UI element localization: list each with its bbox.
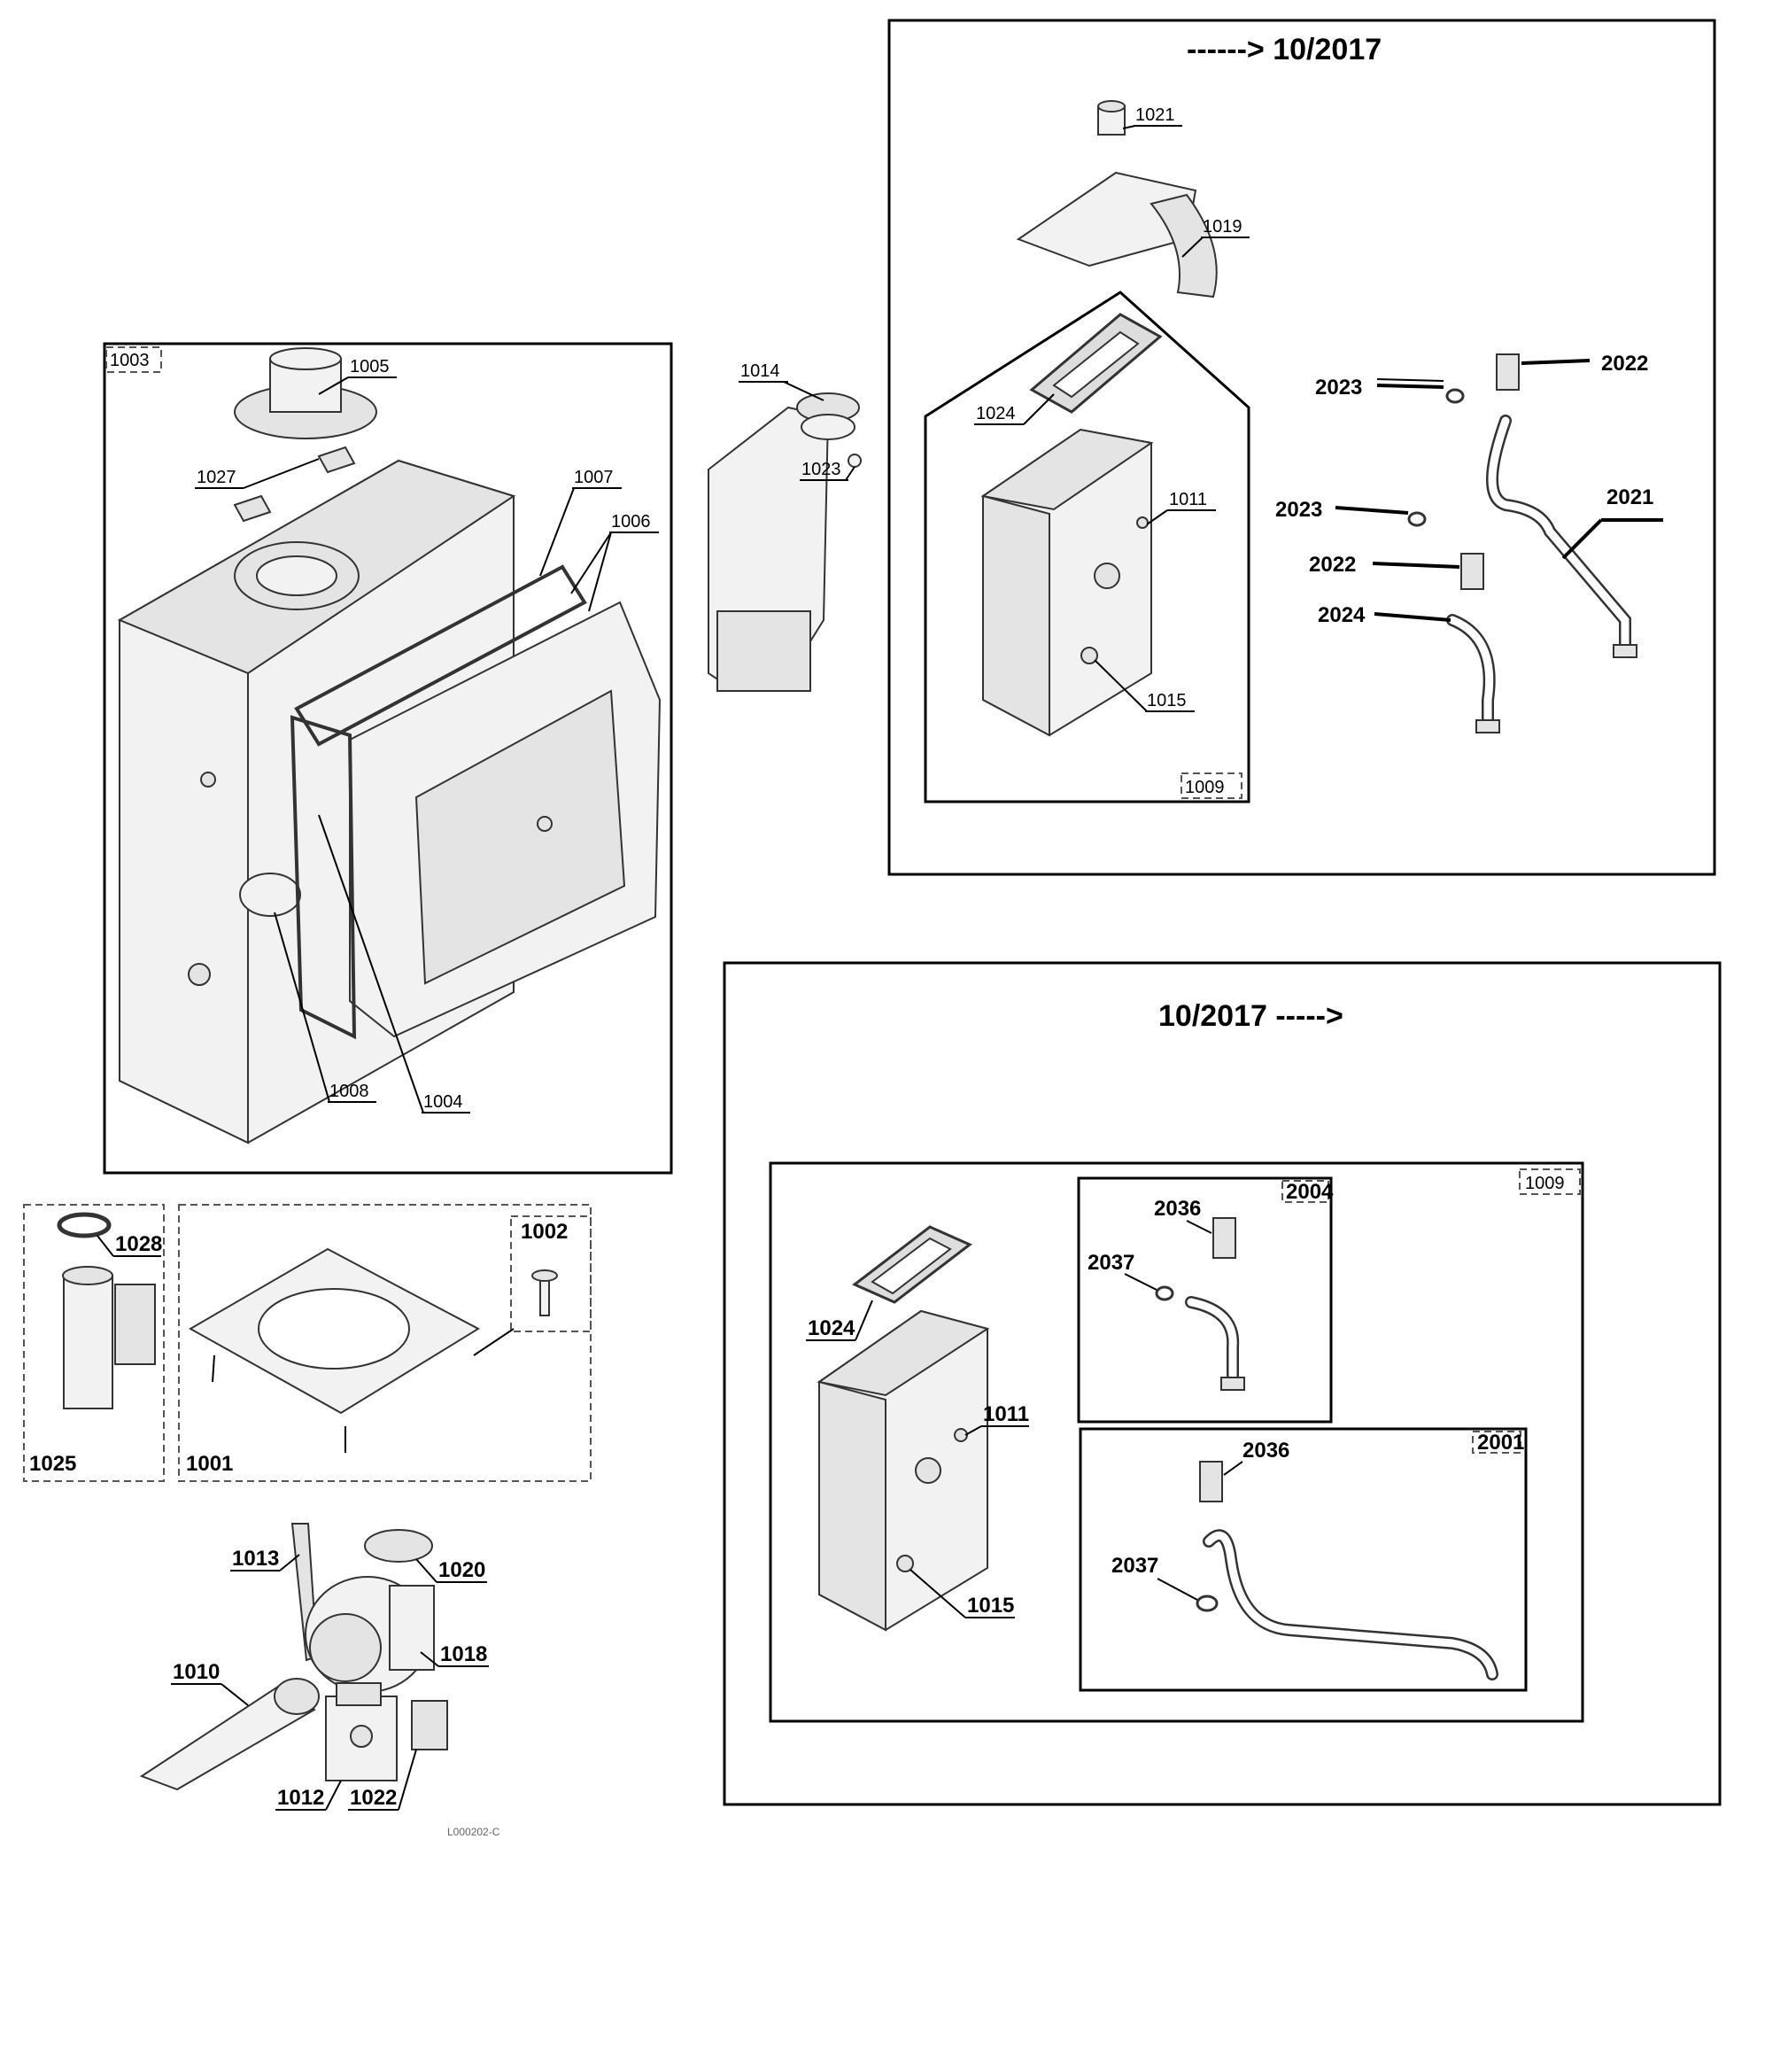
label-1012: 1012 xyxy=(277,1786,324,1810)
label-1013: 1013 xyxy=(232,1547,279,1571)
label-1025: 1025 xyxy=(29,1452,76,1476)
oring-2023-a xyxy=(1445,388,1465,404)
siphon-frame xyxy=(23,1204,165,1482)
manifold-1019 xyxy=(1016,171,1218,299)
drawing-reference: L000202-C xyxy=(447,1826,500,1838)
part-1021 xyxy=(1097,100,1126,136)
clip-1027-a xyxy=(317,446,356,474)
label-2023-a: 2023 xyxy=(1315,376,1362,400)
label-1022: 1022 xyxy=(350,1786,397,1810)
screw-box xyxy=(510,1215,592,1332)
label-1023: 1023 xyxy=(801,460,841,479)
clip-1011-bottom xyxy=(954,1428,968,1442)
label-2024: 2024 xyxy=(1318,603,1366,627)
label-1004: 1004 xyxy=(423,1092,463,1112)
label-1020: 1020 xyxy=(438,1558,485,1582)
label-1010: 1010 xyxy=(173,1660,220,1684)
label-1011-top: 1011 xyxy=(1169,490,1207,509)
oring-2037-b xyxy=(1196,1595,1219,1612)
label-1024-bottom: 1024 xyxy=(808,1316,855,1340)
pipe-kit-2004 xyxy=(1077,1176,1333,1424)
label-2037-a: 2037 xyxy=(1088,1251,1134,1275)
label-2037-b: 2037 xyxy=(1111,1554,1158,1578)
opening-ring xyxy=(239,873,301,917)
front-panel-1006 xyxy=(349,601,662,1038)
pipe-kit-2001 xyxy=(1079,1427,1528,1692)
label-1014: 1014 xyxy=(740,361,780,381)
seal-1007 xyxy=(294,564,587,747)
label-2001: 2001 xyxy=(1477,1431,1524,1455)
gas-valve-1012 xyxy=(325,1682,398,1781)
seal-1008 xyxy=(290,715,357,1040)
label-2004: 2004 xyxy=(1286,1180,1334,1204)
heat-exchanger-group-1009 xyxy=(924,291,1250,803)
flue-duct-group: 1014 1023 xyxy=(708,361,862,692)
sensor-1015-bottom xyxy=(896,1555,914,1572)
clip-1011-top xyxy=(1136,516,1149,529)
label-1018: 1018 xyxy=(440,1642,487,1666)
venturi-1010 xyxy=(139,1678,320,1791)
oring-1028 xyxy=(57,1212,112,1238)
sensor-1015-top xyxy=(1080,647,1098,664)
heading-before-2017: ------> 10/2017 xyxy=(1187,33,1382,66)
heading-after-2017: 10/2017 -----> xyxy=(1158,999,1343,1033)
burner-group: 1013 1020 1018 1010 1012 xyxy=(139,1523,500,1838)
label-1003: 1003 xyxy=(110,351,150,370)
clip-1027-b xyxy=(233,494,272,523)
panel-after-frame xyxy=(723,961,1722,1806)
heat-exchanger-bottom xyxy=(817,1309,990,1632)
oring-2023-b xyxy=(1407,511,1427,527)
label-1006: 1006 xyxy=(611,512,651,532)
flue-adaptor-1005 xyxy=(234,347,377,439)
label-2021: 2021 xyxy=(1606,485,1653,509)
label-2036-b: 2036 xyxy=(1242,1439,1289,1463)
pipe-2021 xyxy=(1486,415,1637,658)
label-1002: 1002 xyxy=(521,1220,568,1244)
clip-2022-a xyxy=(1496,353,1520,391)
label-2022-b: 2022 xyxy=(1309,553,1356,577)
label-1001: 1001 xyxy=(186,1452,233,1476)
panel-before-frame xyxy=(887,19,1716,876)
base-frame-group-1001: 1001 xyxy=(178,1204,592,1482)
label-1009-top: 1009 xyxy=(1185,778,1225,797)
pipe-2024 xyxy=(1446,614,1500,733)
label-1027: 1027 xyxy=(197,468,236,487)
label-1009-bottom: 1009 xyxy=(1525,1174,1565,1193)
label-1005: 1005 xyxy=(350,357,390,376)
label-1008: 1008 xyxy=(329,1082,369,1101)
siphon-group-1025: 1028 1025 xyxy=(23,1204,165,1482)
heat-exchanger-top xyxy=(980,428,1154,737)
label-2022-a: 2022 xyxy=(1601,352,1648,376)
label-1015-top: 1015 xyxy=(1147,691,1187,710)
panel-before-2017: ------> 10/2017 1021 1019 1009 1024 xyxy=(887,19,1716,876)
fan-1018 xyxy=(305,1576,435,1693)
label-1021: 1021 xyxy=(1135,105,1175,125)
label-1011-bottom: 1011 xyxy=(983,1402,1029,1426)
screw-group-1002: 1002 xyxy=(473,1215,592,1356)
oring-2037-a xyxy=(1155,1285,1174,1301)
label-1028: 1028 xyxy=(115,1232,162,1256)
cover-1020 xyxy=(364,1529,433,1563)
casing-group-frame xyxy=(103,342,673,1175)
label-2023-b: 2023 xyxy=(1275,498,1322,522)
label-box-1003 xyxy=(105,346,162,373)
label-1015-bottom: 1015 xyxy=(967,1594,1014,1618)
heat-exchanger-group-1009-new xyxy=(769,1161,1584,1723)
panel-after-2017: 10/2017 -----> 1009 2004 2036 2037 2001 … xyxy=(723,961,1722,1806)
clip-2036-b xyxy=(1199,1461,1223,1502)
label-1019: 1019 xyxy=(1203,217,1242,237)
casing-group: 1003 1005 xyxy=(103,342,673,1175)
coil-1022 xyxy=(411,1700,448,1750)
seal-1023 xyxy=(848,454,862,468)
label-2036-a: 2036 xyxy=(1154,1197,1201,1221)
clip-2022-b xyxy=(1460,553,1484,590)
clip-2036-a xyxy=(1212,1217,1236,1259)
base-frame-box xyxy=(178,1204,592,1482)
label-1007: 1007 xyxy=(574,468,614,487)
label-1024-top: 1024 xyxy=(976,404,1016,423)
